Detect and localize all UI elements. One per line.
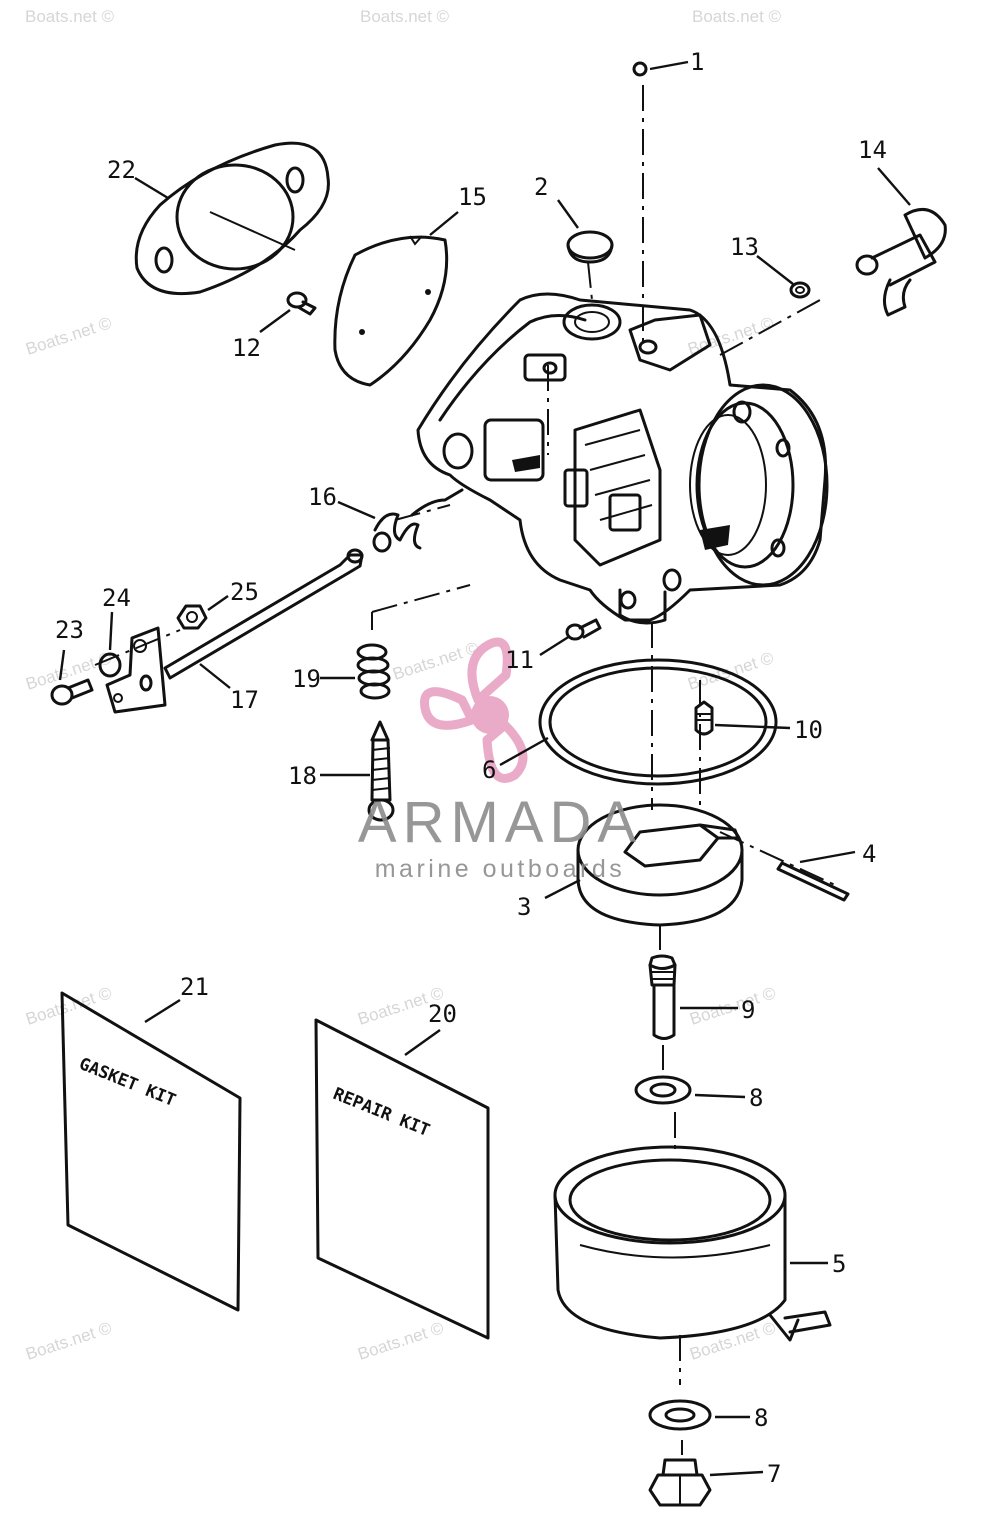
armada-logo: ARMADA marine outboards (358, 637, 642, 883)
callout-3: 3 (517, 893, 531, 921)
watermark-text: Boats.net © (23, 313, 114, 359)
screw-part-12 (286, 291, 317, 316)
pin-part-4 (776, 861, 850, 902)
watermark-text: Boats.net © (25, 7, 115, 26)
jet-part-9 (648, 954, 677, 1040)
watermark-text: Boats.net © (355, 1318, 446, 1364)
brand-name: ARMADA (358, 790, 642, 855)
washer-part-8a (634, 1075, 692, 1105)
washer-part-8b (648, 1399, 712, 1431)
callout-12: 12 (232, 334, 261, 362)
propeller-icon (419, 637, 528, 783)
nut-part-25 (176, 604, 208, 630)
callout-7: 7 (767, 1460, 781, 1488)
gasket-part-22 (134, 141, 330, 296)
callout-numbers: 1 2 3 4 5 6 7 8 8 9 10 11 12 13 14 15 16… (55, 48, 887, 1488)
callout-22: 22 (107, 156, 136, 184)
callout-19: 19 (292, 665, 321, 693)
repair-kit-label: REPAIR KIT (330, 1084, 432, 1141)
callout-16: 16 (308, 483, 337, 511)
watermark-text: Boats.net © (687, 1318, 778, 1364)
watermark-text: Boats.net © (23, 983, 114, 1029)
callout-8: 8 (749, 1084, 763, 1112)
watermark-text: Boats.net © (360, 7, 450, 26)
callout-24: 24 (102, 584, 131, 612)
callout-14: 14 (858, 136, 887, 164)
callout-6: 6 (482, 756, 496, 784)
washer-part-13 (789, 281, 811, 299)
callout-17: 17 (230, 686, 259, 714)
brand-tagline: marine outboards (375, 855, 626, 883)
watermark-text: Boats.net © (23, 1318, 114, 1364)
float-part-3 (576, 803, 744, 927)
fuel-fitting-part-14 (855, 207, 947, 317)
gasket-kit-part-21: GASKET KIT (60, 991, 242, 1312)
callout-4: 4 (862, 840, 876, 868)
watermark-text: Boats.net © (692, 7, 782, 26)
watermark-text: Boats.net © (687, 983, 778, 1029)
ball-part-1 (632, 61, 648, 77)
spring-part-16 (372, 488, 464, 553)
callout-9: 9 (741, 996, 755, 1024)
float-bowl-part-5 (553, 1145, 832, 1342)
cover-plate-part-15 (333, 235, 449, 387)
callout-5: 5 (832, 1250, 846, 1278)
callout-21: 21 (180, 973, 209, 1001)
callout-18: 18 (288, 762, 317, 790)
needle-part-18 (367, 720, 395, 822)
leader-lines (58, 60, 911, 1477)
callout-13: 13 (730, 233, 759, 261)
callout-10: 10 (794, 716, 823, 744)
spring-part-19 (356, 643, 391, 700)
callout-11: 11 (505, 646, 534, 674)
screw-part-11 (565, 618, 602, 641)
carburetor-body (416, 292, 829, 625)
repair-kit-part-20: REPAIR KIT (314, 1018, 490, 1340)
callout-1: 1 (690, 48, 704, 76)
callout-15: 15 (458, 183, 487, 211)
callout-23: 23 (55, 616, 84, 644)
callout-8: 8 (754, 1404, 768, 1432)
callout-2: 2 (534, 173, 548, 201)
shaft-part-17 (163, 548, 364, 680)
screw-part-23 (50, 678, 94, 706)
bowl-gasket-part-6 (538, 658, 778, 786)
welch-plug-part-2 (566, 230, 614, 264)
callout-25: 25 (230, 578, 259, 606)
lever-part-24 (98, 626, 167, 714)
needle-part-10 (694, 700, 714, 736)
drain-plug-part-7 (648, 1458, 712, 1507)
callout-20: 20 (428, 1000, 457, 1028)
gasket-kit-label: GASKET KIT (76, 1054, 178, 1111)
